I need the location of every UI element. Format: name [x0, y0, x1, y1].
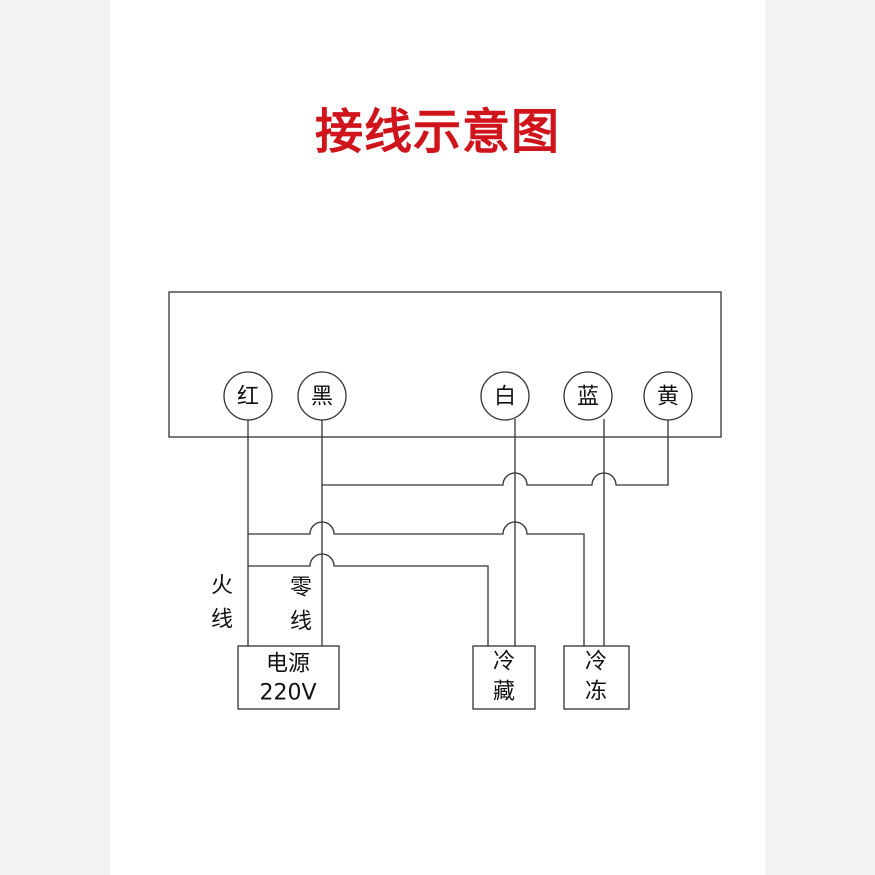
- live-label-2: 线: [211, 608, 233, 633]
- fridge-label-1: 冷: [493, 650, 515, 675]
- terminal-blue-label: 蓝: [577, 385, 599, 410]
- terminal-white: [480, 371, 530, 421]
- wire-live-fridge: [248, 553, 489, 646]
- terminal-red: [223, 371, 273, 421]
- fridge-box: [472, 645, 536, 710]
- neutral-label-2: 线: [290, 610, 312, 635]
- terminal-yellow-label: 黄: [657, 385, 679, 410]
- terminal-white-label: 白: [494, 385, 516, 410]
- page-title: 接线示意图: [314, 104, 560, 160]
- terminal-yellow: [643, 371, 693, 421]
- terminal-blue: [563, 371, 613, 421]
- power-label-2: 220V: [259, 681, 316, 706]
- power-label-1: 电源: [266, 652, 310, 677]
- terminal-black: [297, 371, 347, 421]
- fridge-label-2: 藏: [493, 680, 515, 705]
- live-label-1: 火: [211, 574, 233, 599]
- terminal-red-label: 红: [237, 385, 259, 410]
- freezer-label-1: 冷: [585, 650, 607, 675]
- wire-live-freezer: [248, 521, 585, 646]
- controller-box: [168, 291, 722, 438]
- freezer-label-2: 冻: [585, 680, 607, 705]
- wire-yellow: [322, 419, 669, 486]
- freezer-box: [563, 645, 630, 710]
- power-box: [237, 645, 340, 710]
- terminal-black-label: 黑: [311, 385, 333, 410]
- neutral-label-1: 零: [290, 576, 312, 601]
